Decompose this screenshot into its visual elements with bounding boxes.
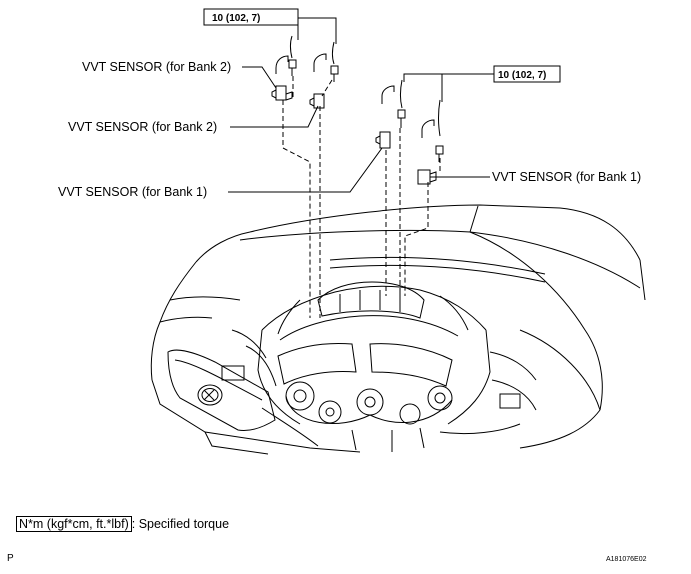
torque-label-left: 10 (102, 7) xyxy=(212,13,260,24)
figure-code: A181076E02 xyxy=(606,556,647,563)
callout-bank2-upper: VVT SENSOR (for Bank 2) xyxy=(82,60,231,74)
dashed-leaders xyxy=(282,76,441,318)
vvt-sensor-bank1-right xyxy=(417,119,437,185)
bolt-bank2-lower xyxy=(330,41,339,82)
torque-legend: N*m (kgf*cm, ft.*lbf): Specified torque xyxy=(16,516,230,532)
bolt-bank2-upper xyxy=(288,35,297,76)
vvt-sensor-bank2-upper xyxy=(271,55,293,101)
callout-bank2-lower: VVT SENSOR (for Bank 2) xyxy=(68,120,217,134)
torque-legend-text: : Specified torque xyxy=(131,517,230,531)
torque-label-right: 10 (102, 7) xyxy=(498,70,546,81)
bolt-bank1-right xyxy=(435,99,444,162)
engine-assembly xyxy=(221,281,537,452)
car-body-outline xyxy=(150,204,646,455)
callout-bank1-right: VVT SENSOR (for Bank 1) xyxy=(492,170,641,184)
callout-leaders xyxy=(228,14,494,193)
page-letter: P xyxy=(7,553,14,564)
bolt-bank1-left xyxy=(397,79,406,128)
torque-box-left xyxy=(203,8,299,26)
torque-box-right xyxy=(493,65,561,83)
callout-bank1-left: VVT SENSOR (for Bank 1) xyxy=(58,185,207,199)
torque-unit-box: N*m (kgf*cm, ft.*lbf) xyxy=(16,516,132,532)
vvt-sensor-bank1-left xyxy=(375,85,395,149)
vvt-sensor-bank2-lower xyxy=(309,53,327,109)
